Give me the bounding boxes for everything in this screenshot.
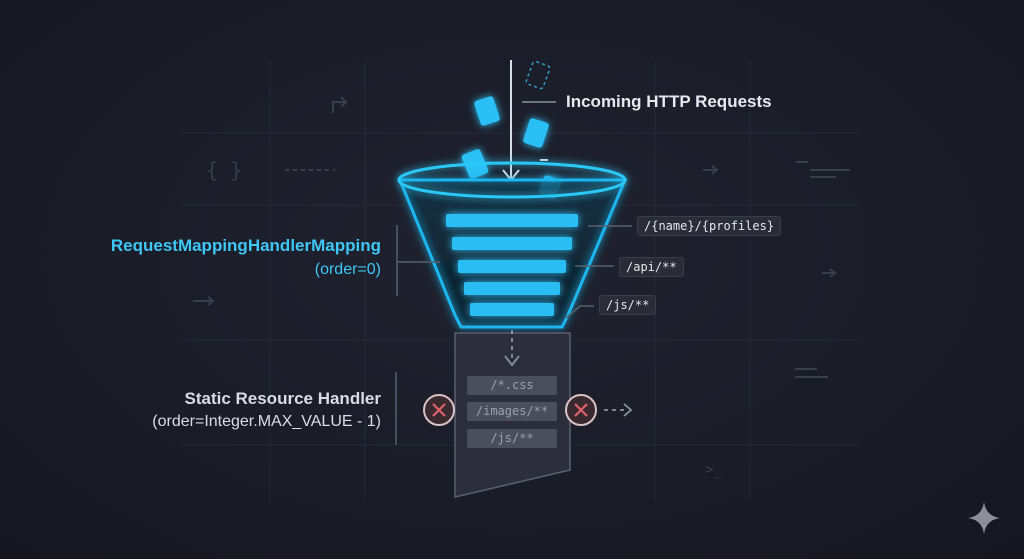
background-arrows [193,96,850,378]
static-pattern-images: /images/** [467,402,557,421]
mapping-bar [458,260,566,273]
request-doc-icon [474,96,500,126]
terminal-prompt-icon: >_ [705,462,722,478]
request-mapping-order-label: (order=0) [314,261,381,278]
mapping-bars [446,214,578,316]
reject-left-icon [423,394,455,426]
mapping-tag-name-profiles: /{name}/{profiles} [637,216,782,236]
request-mapping-handler-label: RequestMappingHandlerMapping [110,236,381,255]
mapping-bar [470,303,554,316]
mapping-bar [452,237,572,250]
static-resource-order-label: (order=Integer.MAX_VALUE - 1) [152,413,381,430]
diagram-title: Incoming HTTP Requests [566,92,772,111]
mapping-bar [446,214,578,227]
sparkle-icon [968,502,1000,534]
curly-braces-icon: { } [206,158,243,182]
request-doc-icon [525,60,551,90]
mapping-tag-api: /api/** [619,257,684,277]
mapping-pointers [565,225,632,319]
mapping-tag-js: /js/** [599,295,657,315]
static-pattern-js: /js/** [467,429,557,448]
static-resource-handler-label: Static Resource Handler [184,389,381,408]
reject-right-icon [565,394,597,426]
mapping-bar [464,282,560,295]
request-doc-icon [523,118,549,148]
label-brackets [395,225,440,445]
static-pattern-css: /*.css [467,376,557,395]
